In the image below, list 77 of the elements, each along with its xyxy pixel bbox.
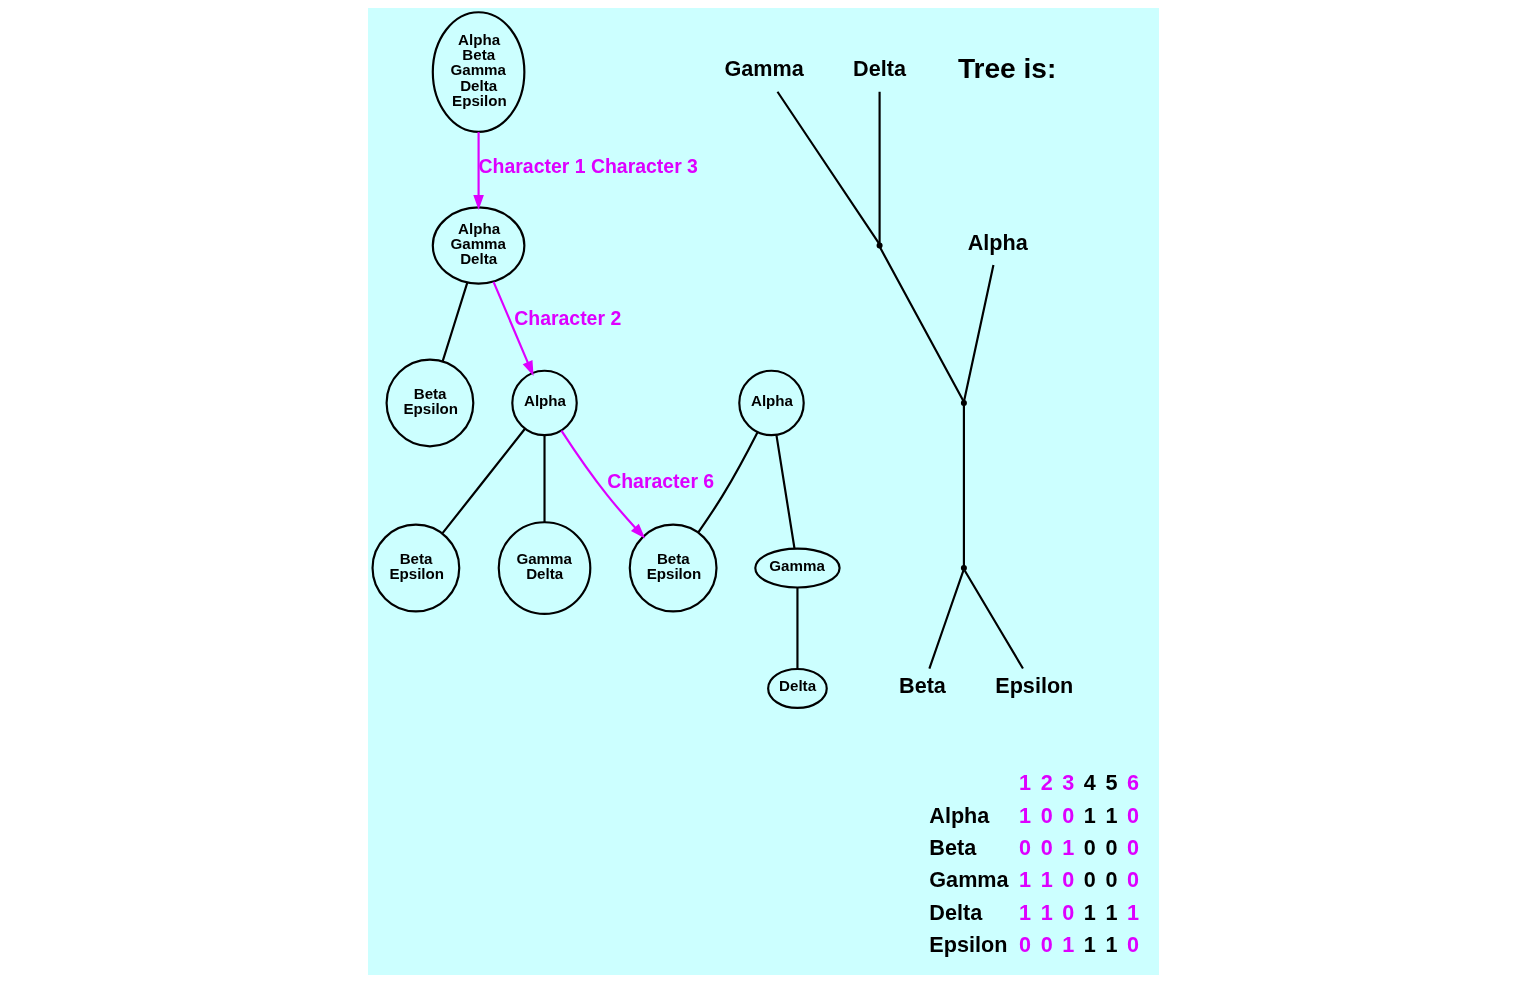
label: 1 bbox=[1019, 899, 1032, 925]
label: 3 bbox=[1062, 770, 1075, 796]
label: 1 bbox=[1062, 834, 1075, 860]
node-ellipse: Alpha Gamma Delta bbox=[431, 206, 526, 285]
label: Gamma bbox=[929, 867, 1009, 893]
node-circle: Beta Epsilon bbox=[385, 358, 475, 448]
label: Beta bbox=[929, 834, 977, 860]
node-circle: Gamma Delta bbox=[497, 521, 592, 615]
label: Alpha bbox=[929, 802, 990, 828]
label: 0 bbox=[1040, 932, 1053, 958]
label: 1 bbox=[1105, 932, 1118, 958]
node-ellipse: Gamma bbox=[754, 547, 841, 589]
node-ellipse: Delta bbox=[767, 667, 828, 710]
connector bbox=[963, 264, 995, 401]
label: 1 bbox=[1105, 899, 1118, 925]
connector bbox=[963, 569, 1024, 670]
connector bbox=[441, 282, 469, 362]
label: 1 bbox=[1083, 932, 1096, 958]
connector bbox=[441, 428, 526, 534]
label: Epsilon bbox=[929, 932, 1008, 958]
connector bbox=[879, 247, 965, 402]
label: Tree is: bbox=[957, 52, 1057, 84]
connector bbox=[776, 91, 880, 244]
label: 0 bbox=[1105, 867, 1118, 893]
label: 2 bbox=[1040, 770, 1053, 796]
node-circle: Alpha bbox=[511, 369, 578, 437]
label: 4 bbox=[1083, 770, 1096, 796]
connector bbox=[878, 91, 881, 244]
node-text: Epsilon bbox=[995, 672, 1074, 698]
connector bbox=[697, 431, 759, 533]
connector bbox=[796, 587, 799, 669]
label: 1 bbox=[1040, 867, 1053, 893]
label: 0 bbox=[1127, 834, 1140, 860]
label: 0 bbox=[1040, 802, 1053, 828]
node-circle: Alpha bbox=[738, 369, 805, 437]
node-circle: Beta Epsilon bbox=[371, 523, 461, 613]
label: 1 bbox=[1083, 899, 1096, 925]
label: 0 bbox=[1062, 802, 1075, 828]
label: 1 bbox=[1062, 932, 1075, 958]
label: 0 bbox=[1040, 834, 1053, 860]
label: 1 bbox=[1105, 802, 1118, 828]
node-text: Beta bbox=[899, 672, 946, 698]
label: 0 bbox=[1083, 867, 1096, 893]
label: 0 bbox=[1083, 834, 1096, 860]
connector bbox=[775, 434, 796, 549]
node-ellipse: Alpha Beta Gamma Delta Epsilon bbox=[431, 11, 526, 133]
arrow bbox=[560, 430, 646, 539]
connector bbox=[962, 405, 965, 566]
connector bbox=[543, 435, 546, 523]
node-point bbox=[960, 565, 967, 572]
label: 6 bbox=[1127, 770, 1140, 796]
label: 0 bbox=[1105, 834, 1118, 860]
label: 0 bbox=[1127, 802, 1140, 828]
node-text: Delta bbox=[853, 56, 906, 82]
node-text: Alpha bbox=[967, 229, 1028, 255]
label: 0 bbox=[1127, 932, 1140, 958]
node-point bbox=[960, 399, 967, 406]
label: 1 bbox=[1083, 802, 1096, 828]
edge-label: Character 6 bbox=[607, 470, 715, 493]
connector bbox=[928, 570, 965, 669]
node-point bbox=[876, 242, 883, 249]
label: 0 bbox=[1127, 867, 1140, 893]
label: 1 bbox=[1019, 802, 1032, 828]
label: 1 bbox=[1127, 899, 1140, 925]
label: 1 bbox=[1040, 899, 1053, 925]
label: 0 bbox=[1062, 867, 1075, 893]
label: 5 bbox=[1105, 770, 1118, 796]
label: 0 bbox=[1019, 834, 1032, 860]
node-text: Gamma bbox=[724, 56, 804, 82]
label: 0 bbox=[1019, 932, 1032, 958]
label: Delta bbox=[929, 899, 983, 925]
arrow bbox=[492, 281, 534, 376]
label: 1 bbox=[1019, 770, 1032, 796]
label: 1 bbox=[1019, 867, 1032, 893]
label: 0 bbox=[1062, 899, 1075, 925]
arrow bbox=[473, 132, 484, 211]
edge-label: Character 2 bbox=[514, 307, 622, 330]
